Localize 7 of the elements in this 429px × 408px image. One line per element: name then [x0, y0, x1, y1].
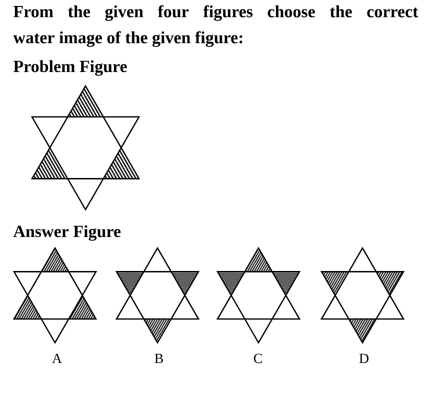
question-text: From the given four figures choose the correct water image of the given figure: [13, 5, 418, 47]
section-heading: Answer Figure [13, 225, 121, 241]
section-heading: Problem Figure [14, 60, 127, 76]
option-letter: D [359, 354, 368, 364]
option-letter: B [154, 354, 163, 364]
option-letter: A [52, 354, 62, 363]
option-letter: C [254, 354, 262, 364]
